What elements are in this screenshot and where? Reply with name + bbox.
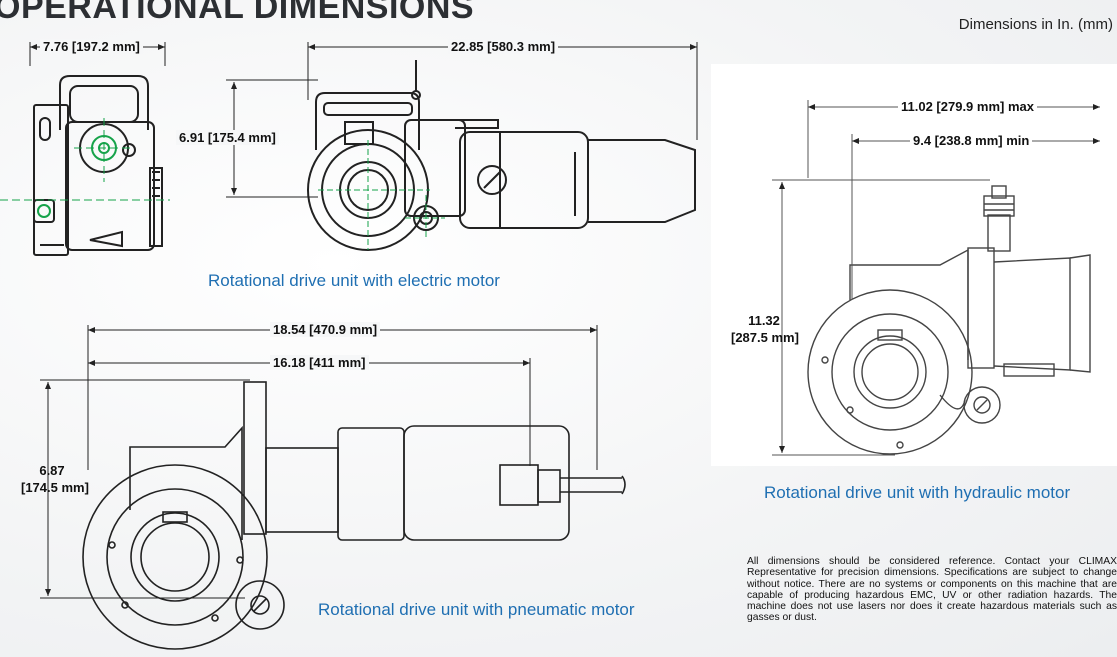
page-title: OPERATIONAL DIMENSIONS	[0, 0, 475, 26]
pneumatic-height-in: 6.87	[39, 463, 65, 478]
hydraulic-height-label: 11.32 [287.5 mm]	[728, 312, 800, 346]
electric-caption: Rotational drive unit with electric moto…	[208, 271, 500, 290]
electric-height-label: 6.91 [175.4 mm]	[176, 130, 279, 145]
electric-side-width-label: 7.76 [197.2 mm]	[40, 39, 143, 54]
hydraulic-caption: Rotational drive unit with hydraulic mot…	[764, 483, 1071, 502]
pneumatic-length-total-label: 18.54 [470.9 mm]	[270, 322, 381, 337]
pneumatic-height-label: 6.87 [174.5 mm]	[18, 462, 89, 496]
pneumatic-height-mm: [174.5 mm]	[21, 480, 89, 495]
hydraulic-min-width-label: 9.4 [238.8 mm] min	[910, 133, 1033, 148]
hydraulic-view	[807, 185, 1091, 455]
hydraulic-max-width-label: 11.02 [279.9 mm] max	[898, 99, 1037, 114]
hydraulic-height-mm: [287.5 mm]	[731, 330, 799, 345]
electric-length-label: 22.85 [580.3 mm]	[448, 39, 559, 54]
hydraulic-height-in: 11.32	[748, 313, 780, 328]
pneumatic-length-inner-label: 16.18 [411 mm]	[270, 355, 369, 370]
pneumatic-caption: Rotational drive unit with pneumatic mot…	[318, 600, 635, 619]
electric-front-view	[307, 60, 696, 251]
units-note: Dimensions in In. (mm)	[958, 16, 1113, 33]
disclaimer-text: All dimensions should be considered refe…	[747, 556, 1117, 624]
pneumatic-view	[82, 381, 626, 650]
electric-side-view	[33, 75, 163, 256]
